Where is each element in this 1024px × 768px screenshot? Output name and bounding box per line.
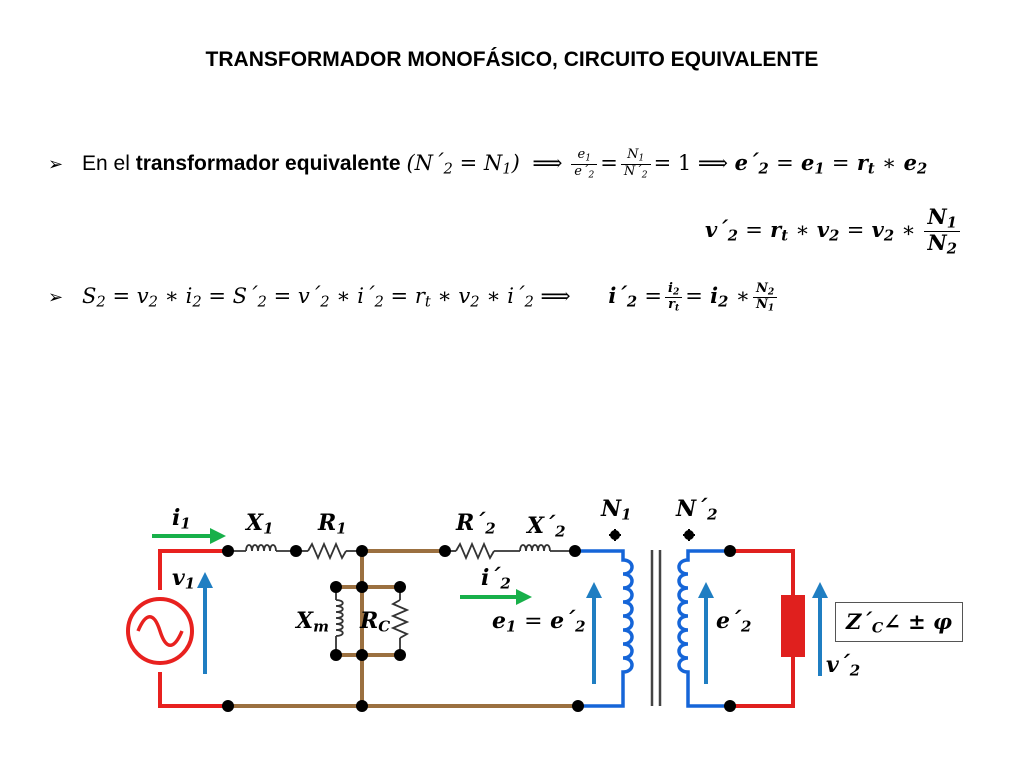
current-arrow-i1-icon — [152, 528, 226, 544]
load-impedance-label: Z´C∠ ± φ — [835, 602, 963, 642]
load-impedance-icon — [781, 595, 805, 657]
ac-source-icon — [126, 597, 194, 665]
voltage-arrow-e2p-icon — [698, 582, 714, 684]
bullet-2: ➢ S2 = v2 ∗ i2 = S´2 = v´2 ∗ i´2 = rt ∗ v… — [48, 282, 780, 313]
bullet-1-prefix: En el — [82, 151, 136, 175]
current-arrow-i2p-icon — [460, 589, 532, 605]
label-rc: RC — [360, 608, 391, 636]
bullet-1-condition: (N´2 = N1) — [406, 150, 520, 178]
inductor-x2p-icon — [519, 544, 575, 552]
bullet-arrow-icon: ➢ — [48, 286, 64, 308]
inductor-xm-icon — [335, 587, 344, 655]
bullet-2-power: S2 = v2 ∗ i2 = S´2 = v´2 ∗ i´2 = rt ∗ v2… — [82, 283, 534, 311]
label-e2p: e´2 — [716, 608, 752, 636]
label-xm: Xm — [296, 608, 329, 636]
bullet-1: ➢ En el transformador equivalente (N´2 = … — [48, 147, 928, 181]
transformer-icon — [575, 549, 730, 708]
label-r2p: R´2 — [456, 510, 496, 538]
label-x2p: X´2 — [527, 513, 566, 541]
label-e1-e2p: e1 = e´2 — [492, 608, 586, 636]
secondary-wires — [730, 549, 795, 708]
resistor-rc-icon — [390, 587, 410, 655]
label-n1: N1 — [601, 496, 632, 524]
resistor-r2p-icon — [445, 541, 520, 561]
circuit-nodes — [222, 545, 736, 712]
page-title: TRANSFORMADOR MONOFÁSICO, CIRCUITO EQUIV… — [205, 48, 819, 71]
bullet-2-result: i´2 = — [608, 282, 662, 311]
voltage-arrow-v2p-icon — [812, 582, 828, 676]
polarity-dots-icon — [609, 529, 695, 541]
implies-icon: ⟹ — [525, 150, 563, 175]
bullet-arrow-icon: ➢ — [48, 153, 64, 175]
label-n2p: N´2 — [676, 496, 718, 524]
inductor-x1-icon — [228, 544, 296, 552]
bullet-1-bold: transformador equivalente — [135, 151, 401, 175]
label-x1: X1 — [246, 510, 274, 538]
label-r1: R1 — [318, 510, 347, 538]
resistor-r1-icon — [296, 541, 362, 561]
source-wires — [158, 549, 228, 708]
bullet-1-result: e´2 = e1 = rt ∗ e2 — [734, 149, 928, 178]
label-i2p: i´2 — [481, 565, 511, 593]
label-v2p: v´2 — [826, 652, 861, 680]
voltage-arrow-e1-icon — [586, 582, 602, 684]
voltage-arrow-v1-icon — [197, 572, 213, 674]
label-i1: i1 — [172, 505, 191, 533]
label-v1: v1 — [172, 565, 196, 593]
